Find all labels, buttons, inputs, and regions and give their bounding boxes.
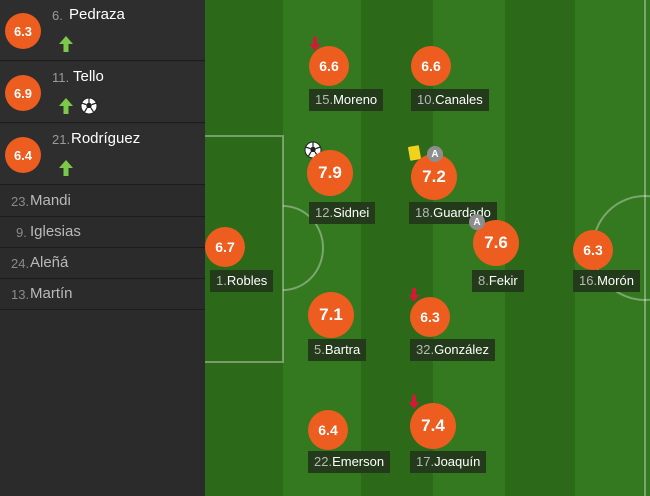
player-number: 16.: [579, 273, 598, 288]
player-name: Morón: [597, 273, 634, 288]
substitutes-panel: 6.3 6. Pedraza 6.9 11. Tello 6.4 21. Rod…: [0, 0, 205, 496]
player-rating: 7.4: [410, 403, 456, 449]
sub-out-arrow-icon: [408, 288, 420, 302]
assist-icon: A: [427, 146, 443, 162]
goal-ball-icon: [80, 97, 98, 115]
player-label: 15.Moreno: [309, 89, 384, 111]
bench-row[interactable]: 13. Martín: [0, 279, 205, 310]
player-number: 6.: [52, 8, 63, 23]
player-rating: 6.7: [205, 227, 245, 267]
player-number: 24.: [11, 256, 30, 271]
player-name: Sidnei: [333, 205, 370, 220]
player-rating: 6.3: [573, 230, 613, 270]
player-name: Canales: [435, 92, 483, 107]
player-rating: 6.4: [308, 410, 348, 450]
player-name: Bartra: [324, 342, 361, 357]
player-name: Mandi: [30, 192, 71, 209]
player-number: 1.: [216, 273, 227, 288]
player-name: Rodríguez: [71, 130, 141, 147]
player-number: 12.: [315, 205, 334, 220]
player-name: Tello: [73, 68, 104, 85]
player-name: Joaquín: [434, 454, 481, 469]
player-label: 17.Joaquín: [410, 451, 487, 473]
substitute-row[interactable]: 6.4 21. Rodríguez: [0, 124, 205, 185]
player-name: González: [434, 342, 489, 357]
player-name: Aleñá: [30, 254, 69, 271]
player-number: 10.: [417, 92, 436, 107]
bench-row[interactable]: 9. Iglesias: [0, 217, 205, 248]
player-number: 8.: [478, 273, 489, 288]
player-name: Martín: [30, 285, 73, 302]
player-number: 32.: [416, 342, 435, 357]
player-number: 5.: [314, 342, 325, 357]
pitch: 6.6 15.Moreno 6.6 10.Canales 7.9 12.Sidn…: [205, 0, 650, 496]
player-name: Fekir: [488, 273, 518, 288]
player-name: Iglesias: [30, 223, 81, 240]
player-label: 10.Canales: [411, 89, 489, 111]
player-rating: 6.6: [411, 46, 451, 86]
player-name: Moreno: [333, 92, 378, 107]
player-number: 15.: [315, 92, 334, 107]
bench-row[interactable]: 23. Mandi: [0, 186, 205, 217]
sub-in-arrow-icon: [59, 160, 73, 176]
player-rating: 6.3: [410, 297, 450, 337]
player-label: 1.Robles: [210, 270, 274, 292]
player-number: 23.: [11, 194, 30, 209]
sub-out-arrow-icon: [309, 37, 321, 51]
player-label: 22.Emerson: [308, 451, 391, 473]
player-number: 18.: [415, 205, 434, 220]
player-number: 17.: [416, 454, 435, 469]
player-name: Pedraza: [69, 6, 125, 23]
player-label: 16.Morón: [573, 270, 640, 292]
player-rating: 6.4: [5, 137, 41, 173]
player-number: 9.: [16, 225, 27, 240]
substitute-row[interactable]: 6.3 6. Pedraza: [0, 0, 205, 61]
player-number: 13.: [11, 287, 30, 302]
player-number: 21.: [52, 132, 71, 147]
player-rating: 6.9: [5, 75, 41, 111]
player-rating: 6.3: [5, 13, 41, 49]
sub-in-arrow-icon: [59, 36, 73, 52]
player-rating: 7.1: [308, 292, 354, 338]
player-number: 11.: [52, 70, 70, 85]
player-label: 32.González: [410, 339, 495, 361]
sub-out-arrow-icon: [408, 395, 420, 409]
assist-icon: A: [469, 214, 485, 230]
substitute-row[interactable]: 6.9 11. Tello: [0, 62, 205, 123]
player-name: Emerson: [332, 454, 385, 469]
player-name: Robles: [226, 273, 268, 288]
pitch-lines: [205, 0, 650, 496]
player-number: 22.: [314, 454, 333, 469]
player-rating: 6.6: [309, 46, 349, 86]
sub-in-arrow-icon: [59, 98, 73, 114]
player-label: 5.Bartra: [308, 339, 367, 361]
player-label: 12.Sidnei: [309, 202, 376, 224]
player-label: 8.Fekir: [472, 270, 524, 292]
player-rating: 7.9: [307, 150, 353, 196]
bench-row[interactable]: 24. Aleñá: [0, 248, 205, 279]
